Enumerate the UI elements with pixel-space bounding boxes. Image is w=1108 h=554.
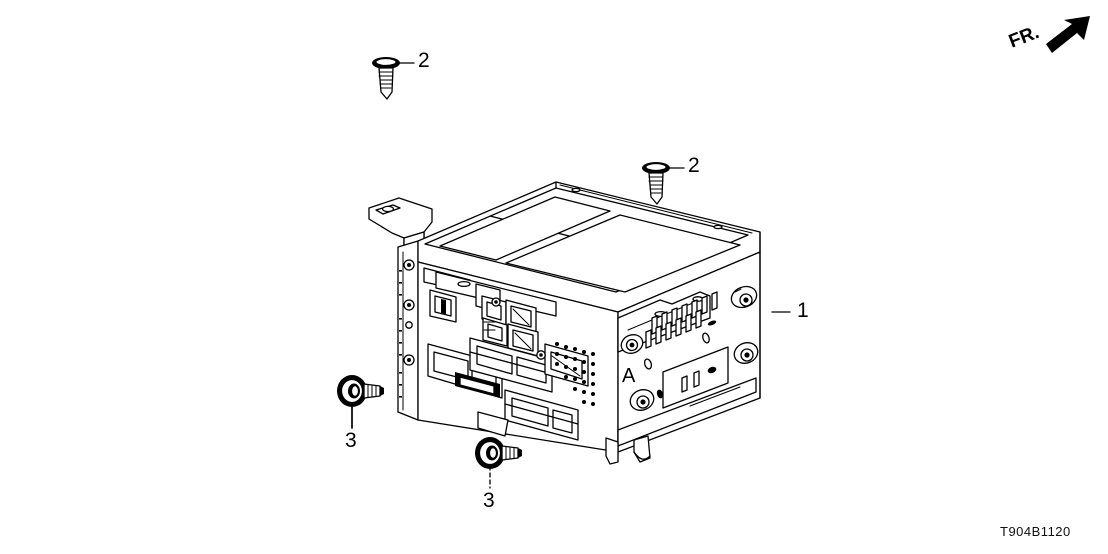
left-side-rail	[397, 240, 419, 421]
ventilation-dot-array	[555, 342, 595, 406]
rear-connector-face	[417, 261, 619, 453]
main-unit-head-unit	[368, 181, 791, 465]
screw-boss-upper-right	[730, 285, 758, 309]
tapping-screw-2a	[372, 57, 415, 100]
callout-label-1: 1	[797, 299, 809, 322]
drawing-number: T904B1120	[1000, 524, 1071, 539]
right-side-face	[617, 251, 761, 453]
connector-socket-bottom	[504, 389, 579, 441]
connector-socket-upper-right	[505, 299, 537, 333]
forward-arrow-icon	[1046, 16, 1090, 53]
callout-label-3a: 3	[345, 429, 357, 452]
connector-socket-mid-a	[482, 317, 508, 347]
connector-socket-wide-center	[469, 337, 553, 393]
screw-boss-lower-left	[629, 389, 655, 411]
tapping-screw-2b	[642, 162, 685, 205]
connector-socket-mid-b	[507, 323, 539, 357]
orientation-marker-label: FR.	[1006, 22, 1043, 53]
callout-label-2a: 2	[418, 49, 430, 72]
bottom-mounting-tabs	[605, 435, 651, 465]
orientation-marker: FR.	[1000, 10, 1100, 66]
collar-fastener-3a	[337, 375, 384, 429]
collar-fastener-3b	[475, 437, 522, 489]
screw-boss-left	[620, 334, 644, 354]
callout-label-2b: 2	[688, 154, 700, 177]
raised-plate	[656, 346, 729, 409]
face-marking-a: A	[622, 365, 636, 387]
callout-label-3b: 3	[483, 489, 495, 512]
top-face	[417, 181, 761, 313]
ventilation-slot-array	[645, 291, 718, 349]
screw-boss-right	[733, 342, 759, 364]
connector-socket-small	[429, 289, 457, 323]
